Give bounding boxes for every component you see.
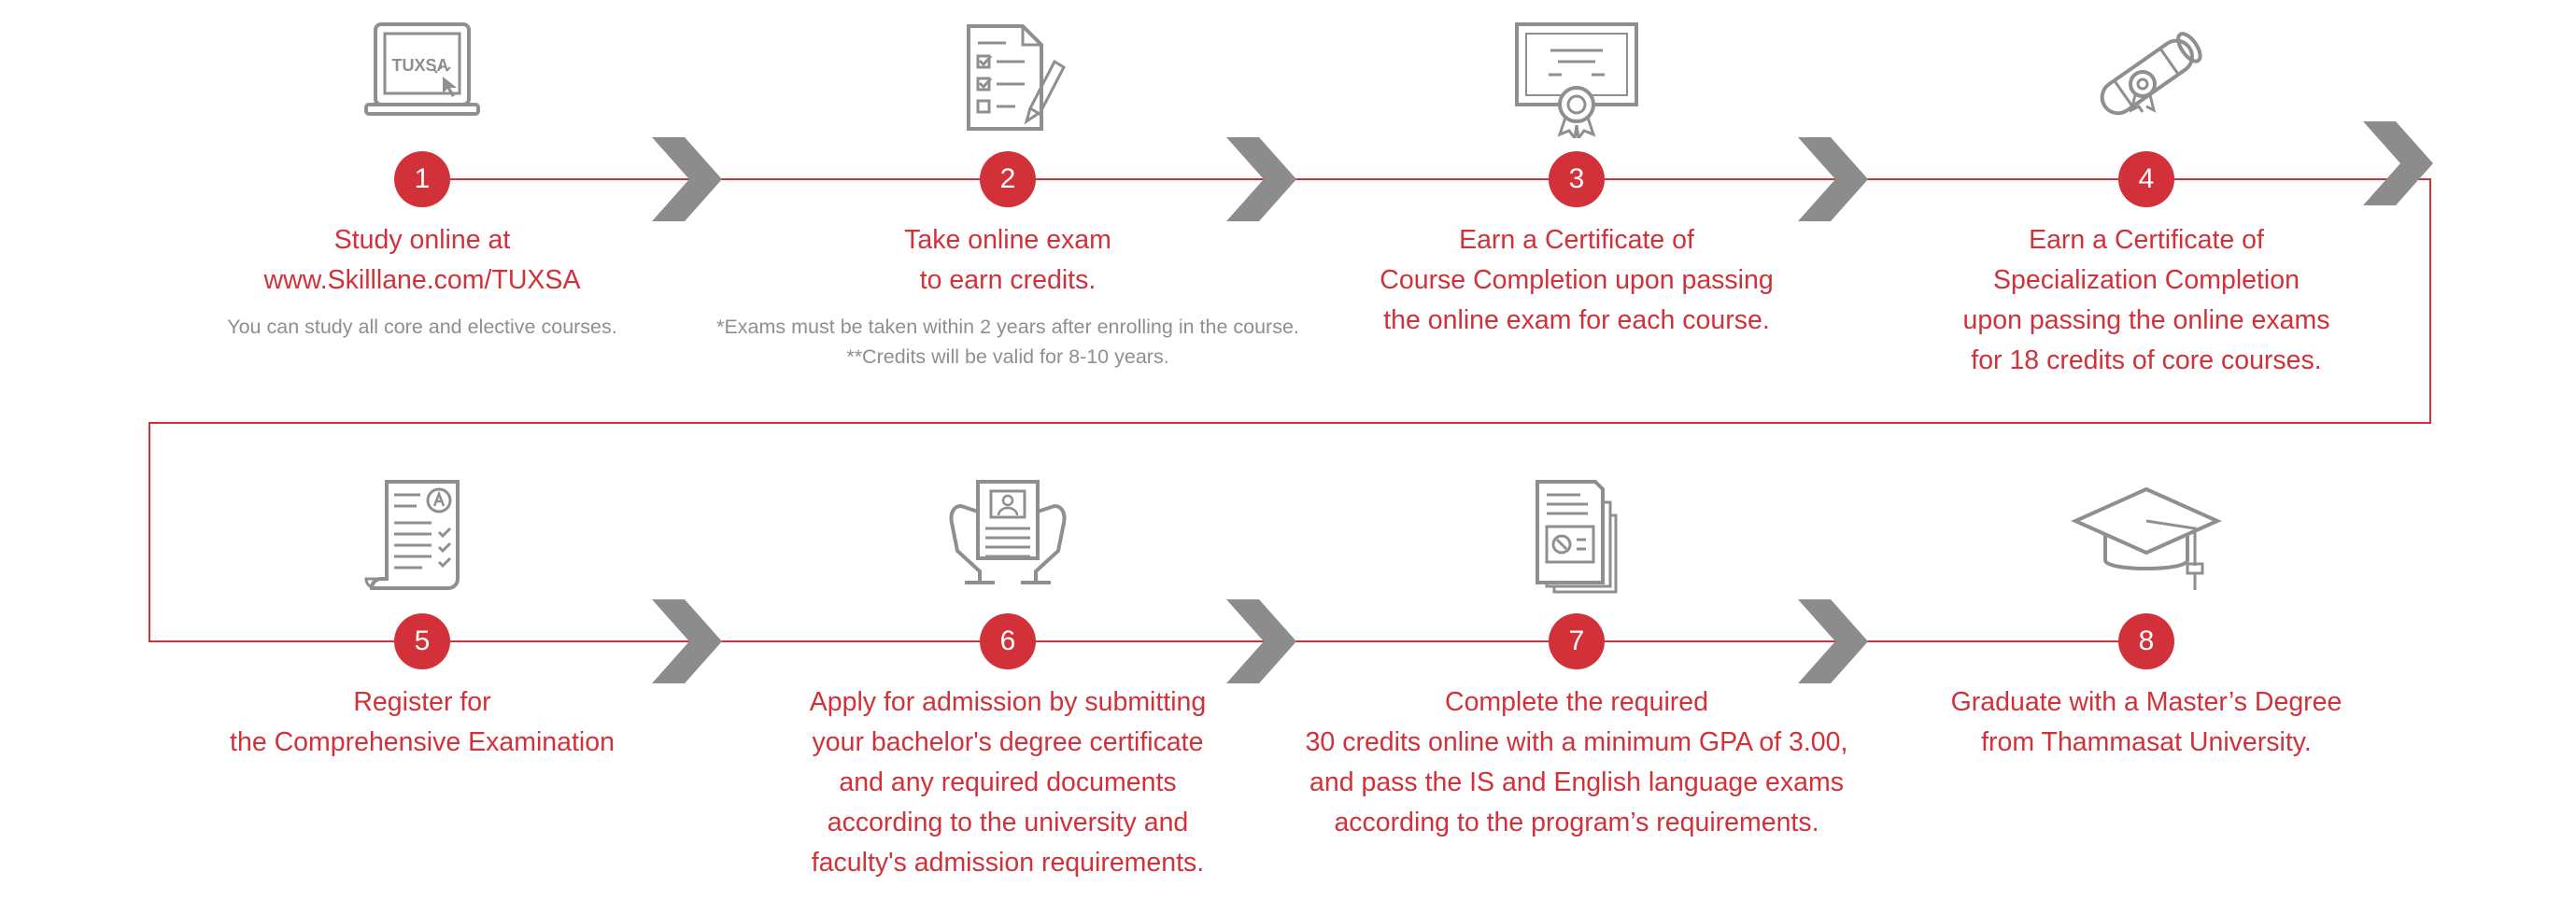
certificate-icon <box>1493 17 1661 142</box>
graded-test-icon <box>338 474 506 596</box>
caption-line: Take online exam <box>904 225 1111 255</box>
step-number-badge: 1 <box>394 151 450 207</box>
caption-line: according to the program’s requirements. <box>1334 808 1819 837</box>
report-documents-icon <box>1493 474 1661 596</box>
diploma-scroll-icon <box>2062 17 2230 138</box>
step-caption: Apply for admission by submitting your ba… <box>690 682 1325 883</box>
caption-line: Study online at <box>333 225 511 255</box>
note-line: *Exams must be taken within 2 years afte… <box>716 316 1299 338</box>
step-caption: Earn a Certificate of Specialization Comp… <box>1829 220 2464 381</box>
step-note: You can study all core and elective cour… <box>67 312 777 342</box>
chevron-right-icon <box>652 137 727 221</box>
caption-line: your bachelor's degree certificate <box>812 727 1204 757</box>
caption-line: Earn a Certificate of <box>2029 225 2264 255</box>
laptop-icon: TUXSA <box>338 17 506 138</box>
caption-line: Register for <box>353 687 491 717</box>
chevron-right-icon <box>1226 137 1301 221</box>
caption-line: from Thammasat University. <box>1981 727 2312 757</box>
caption-line: to earn credits. <box>919 265 1097 295</box>
step-caption: Earn a Certificate of Course Completion u… <box>1259 220 1894 341</box>
step-number-badge: 2 <box>980 151 1036 207</box>
caption-line: Earn a Certificate of <box>1459 225 1694 255</box>
step-number-badge: 5 <box>394 613 450 669</box>
caption-line: faculty's admission requirements. <box>811 848 1205 878</box>
graduation-cap-icon <box>2062 474 2230 596</box>
step-caption: Graduate with a Master’s Degree from Tham… <box>1829 682 2464 763</box>
chevron-right-icon <box>652 599 727 683</box>
caption-line: Course Completion upon passing <box>1380 265 1774 295</box>
caption-line: Apply for admission by submitting <box>809 687 1207 717</box>
step-caption: Take online exam to earn credits. <box>690 220 1325 301</box>
note-line: **Credits will be valid for 8-10 years. <box>846 345 1169 368</box>
caption-line: Complete the required <box>1445 687 1708 717</box>
caption-line: Specialization Completion <box>1993 265 2300 295</box>
chevron-right-icon <box>2363 121 2438 205</box>
step-caption: Complete the required 30 credits online w… <box>1259 682 1894 843</box>
note-line: You can study all core and elective cour… <box>227 316 617 338</box>
caption-line: the Comprehensive Examination <box>230 727 615 757</box>
exam-checklist-icon <box>924 17 1092 138</box>
step-number-badge: 6 <box>980 613 1036 669</box>
step-number-badge: 3 <box>1549 151 1605 207</box>
hands-holding-document-icon <box>924 474 1092 596</box>
caption-line: the online exam for each course. <box>1383 305 1770 335</box>
step-caption: Register for the Comprehensive Examinatio… <box>105 682 740 763</box>
step-number-badge: 7 <box>1549 613 1605 669</box>
caption-line: Graduate with a Master’s Degree <box>1950 687 2342 717</box>
step-number-badge: 4 <box>2118 151 2174 207</box>
caption-line: and pass the IS and English language exa… <box>1309 767 1844 797</box>
chevron-right-icon <box>1226 599 1301 683</box>
chevron-right-icon <box>1798 599 1873 683</box>
step-number-badge: 8 <box>2118 613 2174 669</box>
caption-line: for 18 credits of core courses. <box>1971 345 2322 375</box>
caption-line: upon passing the online exams <box>1962 305 2330 335</box>
caption-line: www.Skilllane.com/TUXSA <box>263 265 581 295</box>
step-note: *Exams must be taken within 2 years afte… <box>653 312 1363 372</box>
chevron-right-icon <box>1798 137 1873 221</box>
caption-line: and any required documents <box>839 767 1177 797</box>
step-caption: Study online at www.Skilllane.com/TUXSA <box>105 220 740 301</box>
caption-line: according to the university and <box>827 808 1189 837</box>
caption-line: 30 credits online with a minimum GPA of … <box>1305 727 1848 757</box>
